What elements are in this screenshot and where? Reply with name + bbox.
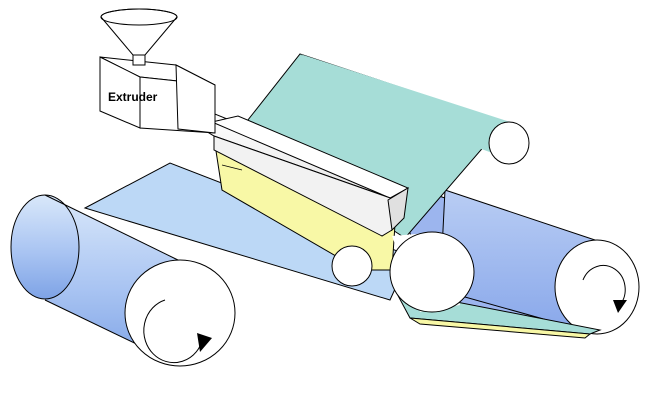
coating-die	[186, 111, 410, 237]
rotation-arrow-head-icon	[197, 333, 212, 352]
rotation-arrow-icon	[143, 299, 204, 364]
rotation-arrow-icon	[582, 265, 626, 306]
left-unwind-roll	[10, 194, 236, 367]
nip-rollers	[331, 231, 475, 313]
extruder: Extruder	[99, 56, 216, 134]
chill-roller	[389, 231, 475, 313]
pressure-roller	[331, 245, 373, 287]
coated-edge-strip	[409, 317, 592, 339]
upper-unwind-roll	[300, 54, 530, 165]
rotation-arrow-head-icon	[613, 300, 627, 313]
right-take-up-roll	[439, 189, 640, 335]
hopper-icon	[100, 8, 178, 66]
right-take-up-roll-end	[554, 239, 640, 335]
left-unwind-roll-end	[124, 259, 236, 367]
extruder-label: Extruder	[108, 90, 158, 104]
